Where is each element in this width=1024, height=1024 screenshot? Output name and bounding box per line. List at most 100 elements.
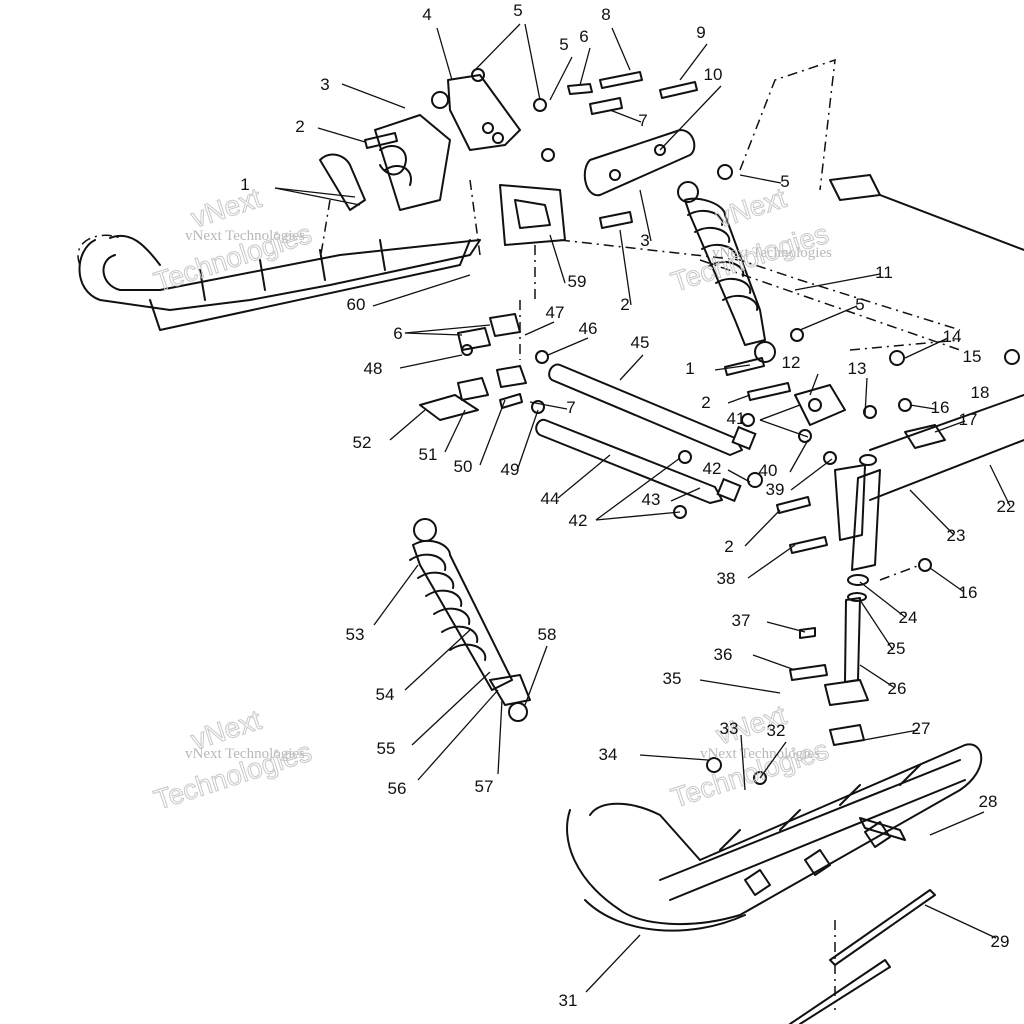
svg-text:vNext Technologies: vNext Technologies bbox=[712, 245, 832, 261]
block-17 bbox=[904, 424, 946, 449]
callout-number: 43 bbox=[642, 490, 661, 509]
leader-line bbox=[549, 234, 566, 284]
leader-line bbox=[529, 401, 568, 410]
block-27 bbox=[829, 724, 865, 746]
callout-number: 47 bbox=[546, 303, 565, 322]
leader-line bbox=[404, 324, 491, 334]
wear-bar-29 bbox=[789, 889, 936, 1024]
leader-line bbox=[929, 567, 965, 593]
callout-number: 35 bbox=[663, 669, 682, 688]
callout-number: 51 bbox=[419, 445, 438, 464]
leader-line bbox=[670, 487, 701, 502]
leader-line bbox=[609, 109, 642, 123]
leader-line bbox=[809, 373, 819, 396]
callout-number: 38 bbox=[717, 569, 736, 588]
leader-line bbox=[417, 689, 499, 781]
leader-line bbox=[524, 645, 548, 706]
callout-number: 5 bbox=[559, 35, 568, 54]
leader-line bbox=[924, 904, 997, 939]
callout-number: 16 bbox=[959, 583, 978, 602]
leader-line bbox=[639, 189, 652, 242]
callout-number: 1 bbox=[240, 175, 249, 194]
small-brackets bbox=[419, 313, 549, 421]
upper-shock-small bbox=[374, 91, 451, 211]
leader-line bbox=[274, 187, 361, 206]
callout-number: 24 bbox=[899, 608, 918, 627]
callout-number: 26 bbox=[888, 679, 907, 698]
leader-line bbox=[789, 439, 809, 473]
upper-link-10 bbox=[583, 129, 696, 197]
callout-number: 4 bbox=[422, 5, 431, 24]
callout-number: 40 bbox=[759, 461, 778, 480]
callout-number: 5 bbox=[780, 172, 789, 191]
leader-line bbox=[929, 811, 985, 836]
steering-arm-12 bbox=[794, 384, 877, 426]
hardware-steering bbox=[673, 328, 1020, 785]
leader-line bbox=[744, 509, 781, 547]
leader-line bbox=[679, 43, 708, 81]
leader-line bbox=[372, 274, 471, 307]
callout-number: 5 bbox=[513, 1, 522, 20]
callout-number: 2 bbox=[724, 537, 733, 556]
upper-shock-large bbox=[677, 181, 776, 363]
callout-number: 53 bbox=[346, 625, 365, 644]
leader-line bbox=[524, 23, 541, 101]
svg-text:vNext: vNext bbox=[712, 182, 790, 234]
rod-44 bbox=[535, 418, 742, 504]
leader-line bbox=[411, 671, 491, 746]
leader-line bbox=[864, 377, 868, 416]
svg-text:vNext Technologies: vNext Technologies bbox=[700, 746, 820, 762]
leader-line bbox=[579, 47, 591, 86]
rod-45 bbox=[548, 363, 757, 456]
leader-line bbox=[859, 599, 894, 651]
leader-line bbox=[317, 127, 366, 143]
lower-ski bbox=[566, 743, 983, 932]
lower-shock bbox=[409, 518, 531, 722]
callout-number: 3 bbox=[640, 231, 649, 250]
leader-line bbox=[611, 27, 631, 71]
leader-line bbox=[799, 305, 858, 331]
callout-number: 9 bbox=[696, 23, 705, 42]
leader-line bbox=[752, 654, 796, 671]
callout-number: 12 bbox=[782, 353, 801, 372]
bracket-59 bbox=[499, 184, 566, 246]
callout-number: 46 bbox=[579, 319, 598, 338]
leader-line bbox=[524, 321, 555, 336]
leader-line bbox=[790, 458, 833, 491]
leader-line bbox=[557, 454, 611, 499]
callout-number: 27 bbox=[912, 719, 931, 738]
callout-number: 58 bbox=[538, 625, 557, 644]
callout-number: 5 bbox=[855, 295, 864, 314]
leader-line bbox=[699, 679, 781, 694]
leader-line bbox=[934, 420, 966, 433]
leader-line bbox=[863, 729, 919, 741]
leader-line bbox=[740, 734, 746, 791]
callout-number: 2 bbox=[701, 393, 710, 412]
callout-number: 18 bbox=[971, 383, 990, 402]
callout-number: 28 bbox=[979, 792, 998, 811]
leader-line bbox=[904, 337, 949, 359]
callout-number: 60 bbox=[347, 295, 366, 314]
leader-line bbox=[759, 741, 787, 779]
leader-line bbox=[909, 404, 936, 410]
callout-number: 6 bbox=[393, 324, 402, 343]
leader-line bbox=[989, 464, 1011, 507]
callout-number: 29 bbox=[991, 932, 1010, 951]
leader-line bbox=[399, 354, 463, 369]
callout-number: 7 bbox=[566, 398, 575, 417]
upper-ski-assembly bbox=[77, 153, 481, 331]
callout-number: 54 bbox=[376, 685, 395, 704]
callout-number: 25 bbox=[887, 639, 906, 658]
callout-number: 57 bbox=[475, 777, 494, 796]
callout-number: 50 bbox=[454, 457, 473, 476]
leader-line bbox=[759, 404, 801, 421]
callout-number: 3 bbox=[320, 75, 329, 94]
leader-line bbox=[794, 273, 881, 291]
leader-line bbox=[274, 187, 356, 198]
leader-line bbox=[909, 489, 955, 536]
leader-line bbox=[436, 27, 453, 81]
callout-number: 8 bbox=[601, 5, 610, 24]
callout-number: 11 bbox=[875, 263, 893, 282]
bolts-upper bbox=[364, 68, 733, 229]
